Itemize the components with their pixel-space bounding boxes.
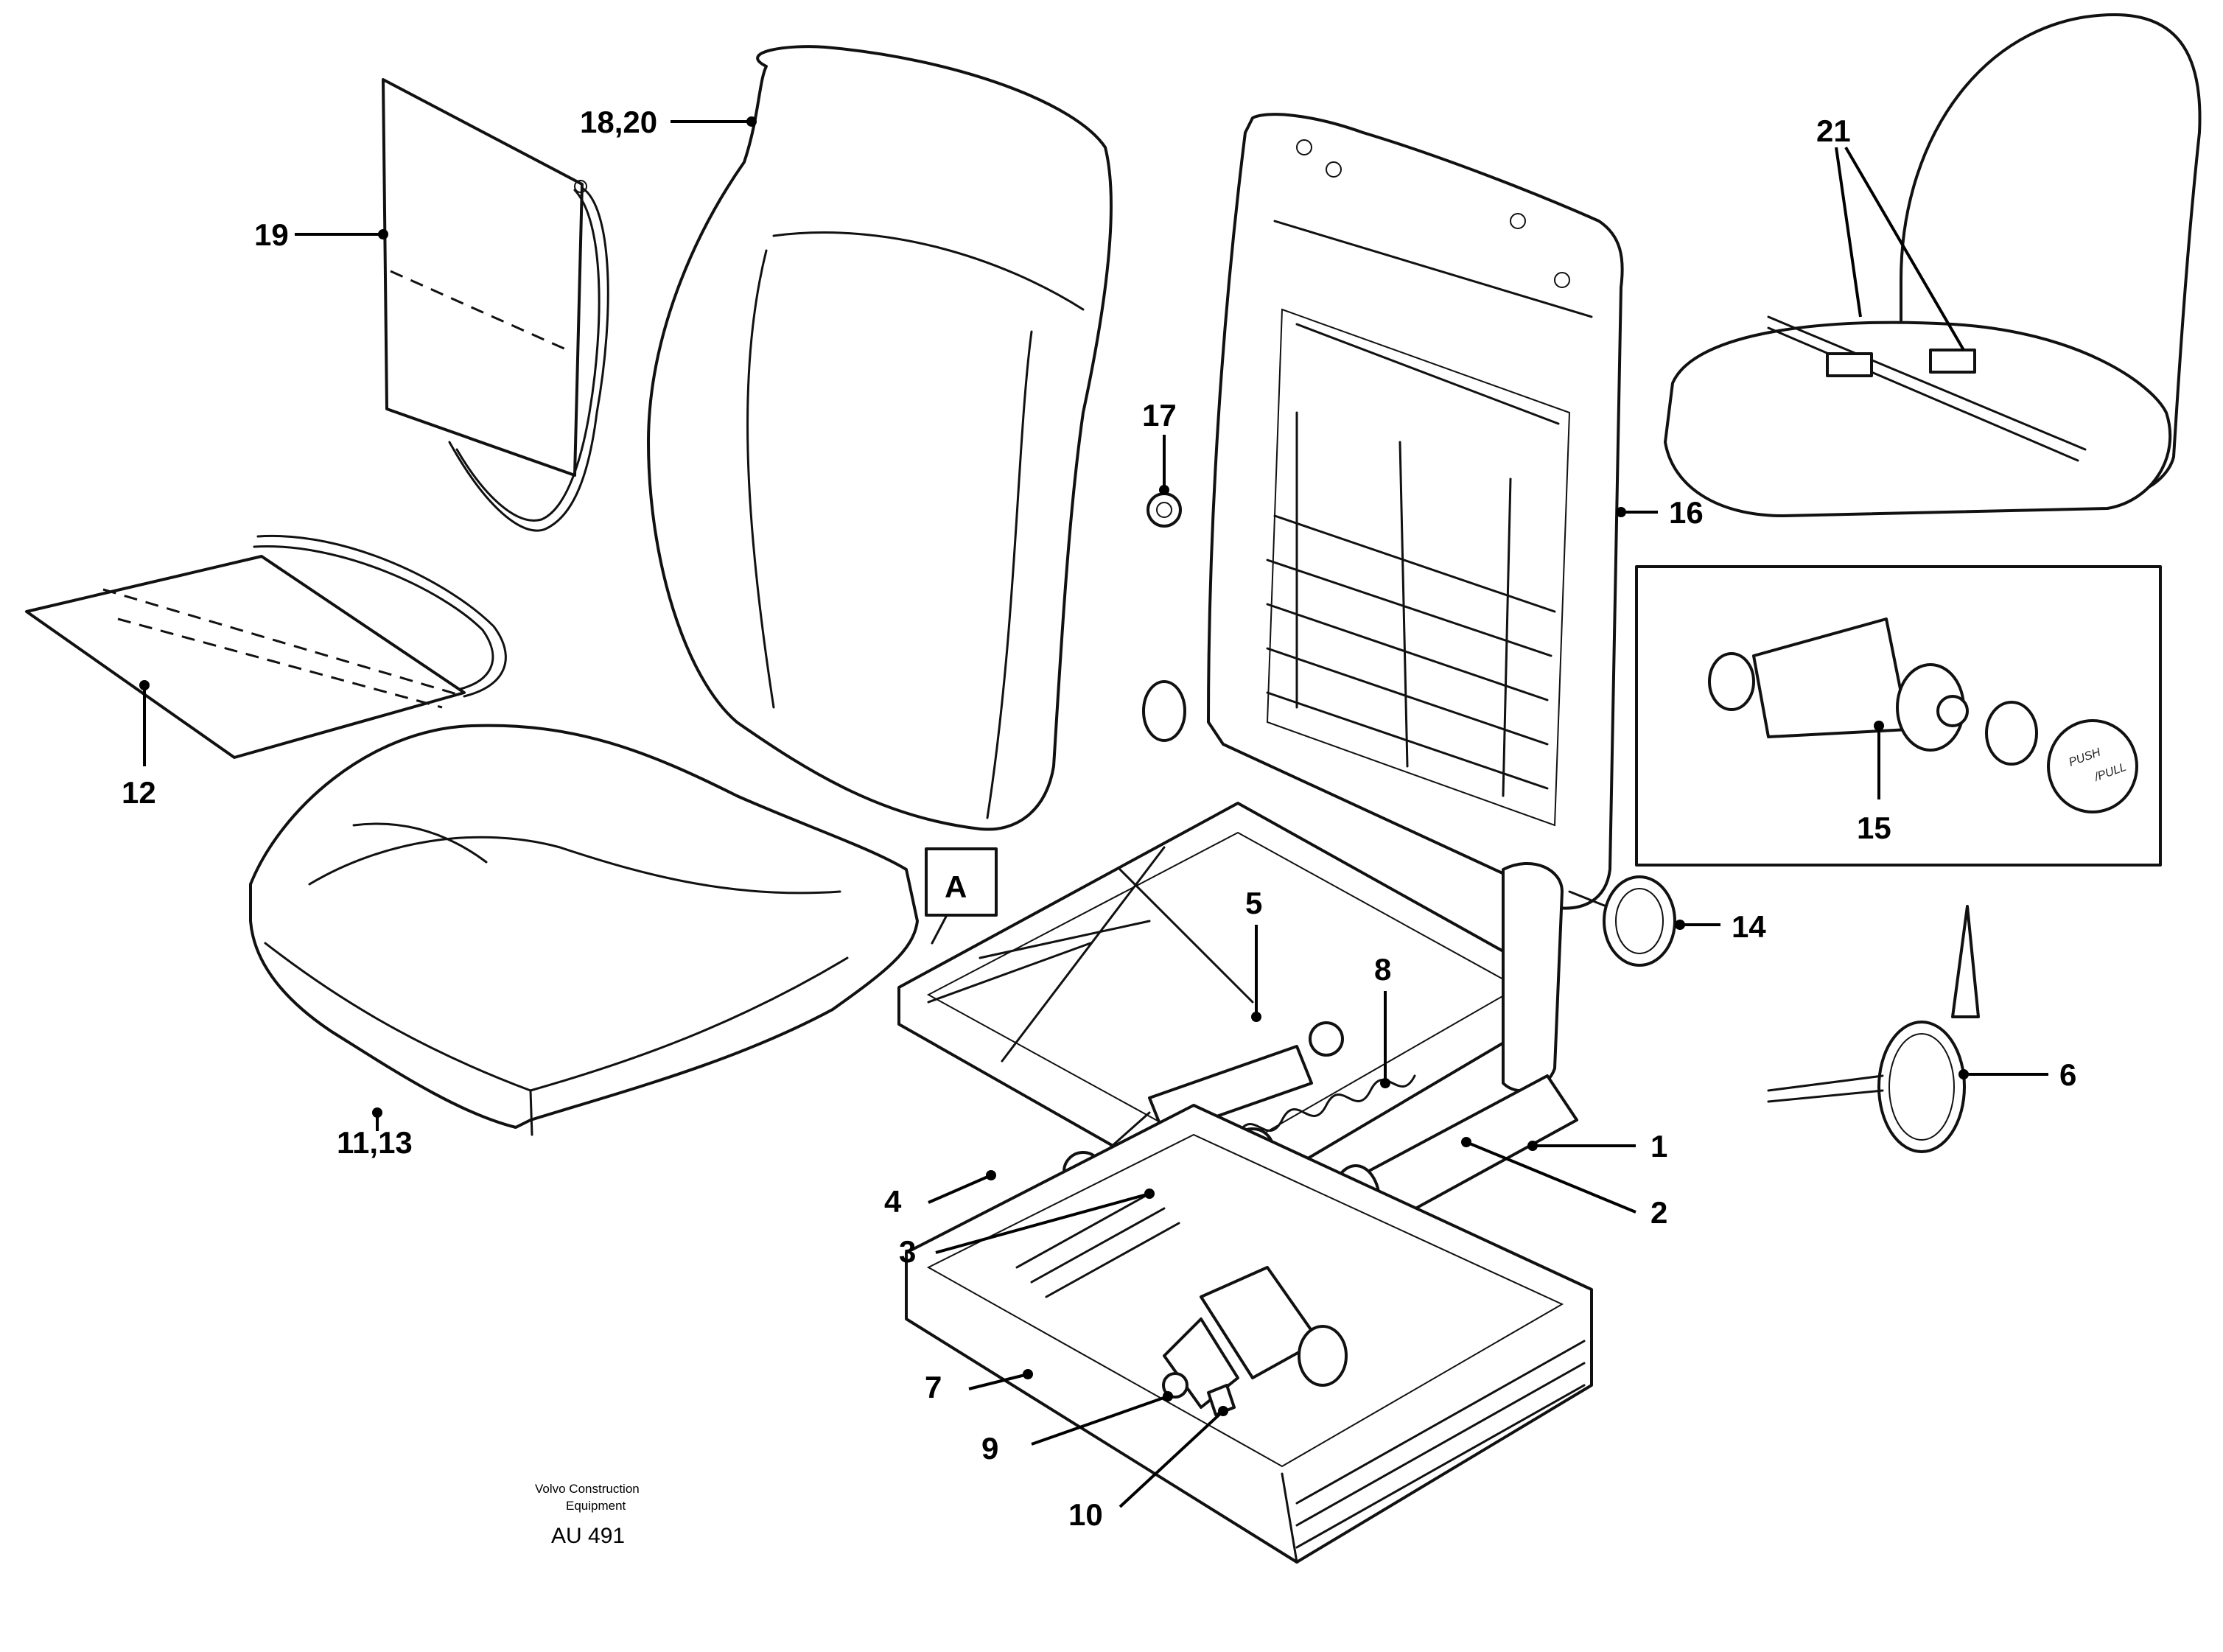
backrest-cushion <box>647 45 1113 831</box>
knob-14 <box>1568 875 1676 967</box>
callout-2: 2 <box>1650 1195 1667 1230</box>
callout-1: 1 <box>1650 1129 1667 1163</box>
detail-inset: PUSH /PULL <box>1635 565 2162 867</box>
callout-3: 3 <box>899 1234 916 1269</box>
seat-cover <box>25 534 507 759</box>
backrest-cover <box>382 78 609 532</box>
callout-4: 4 <box>884 1184 902 1219</box>
callout-14: 14 <box>1732 909 1766 944</box>
view-marker: A <box>925 847 998 945</box>
callout-9: 9 <box>981 1431 998 1466</box>
credit-line-2: Equipment <box>566 1499 626 1513</box>
credit-block: Volvo Construction Equipment AU 491 <box>535 1482 640 1548</box>
callout-19: 19 <box>254 217 289 252</box>
valve-detail: PUSH /PULL <box>1708 617 2138 813</box>
callout-11-13: 11,13 <box>337 1125 413 1160</box>
leader-lines <box>139 116 2048 1508</box>
callout-5: 5 <box>1245 886 1262 920</box>
callout-15: 15 <box>1857 811 1891 845</box>
callout-7: 7 <box>925 1370 942 1404</box>
callout-12: 12 <box>122 775 156 810</box>
knob-17 <box>1146 492 1182 528</box>
air-valve <box>1162 1266 1348 1416</box>
recline-knob-left <box>1142 680 1186 742</box>
callout-16: 16 <box>1669 495 1704 530</box>
callout-17: 17 <box>1142 398 1177 433</box>
callout-6: 6 <box>2059 1057 2076 1092</box>
seat-cushion <box>249 724 919 1136</box>
seat-frame <box>897 802 1578 1247</box>
backrest-frame <box>1207 113 1624 910</box>
reference-seat <box>1664 13 2202 517</box>
callout-21: 21 <box>1816 113 1851 148</box>
cable-tie <box>1767 905 1980 1153</box>
callout-18-20: 18,20 <box>580 105 657 139</box>
callout-8: 8 <box>1374 952 1391 987</box>
credit-line-1: Volvo Construction <box>535 1482 640 1496</box>
callout-10: 10 <box>1068 1497 1103 1532</box>
view-marker-label: A <box>945 869 967 904</box>
figure-code: AU 491 <box>551 1524 625 1548</box>
callout-labels: 1 2 3 4 5 6 7 8 9 10 11,13 12 14 15 16 1… <box>122 105 2076 1532</box>
